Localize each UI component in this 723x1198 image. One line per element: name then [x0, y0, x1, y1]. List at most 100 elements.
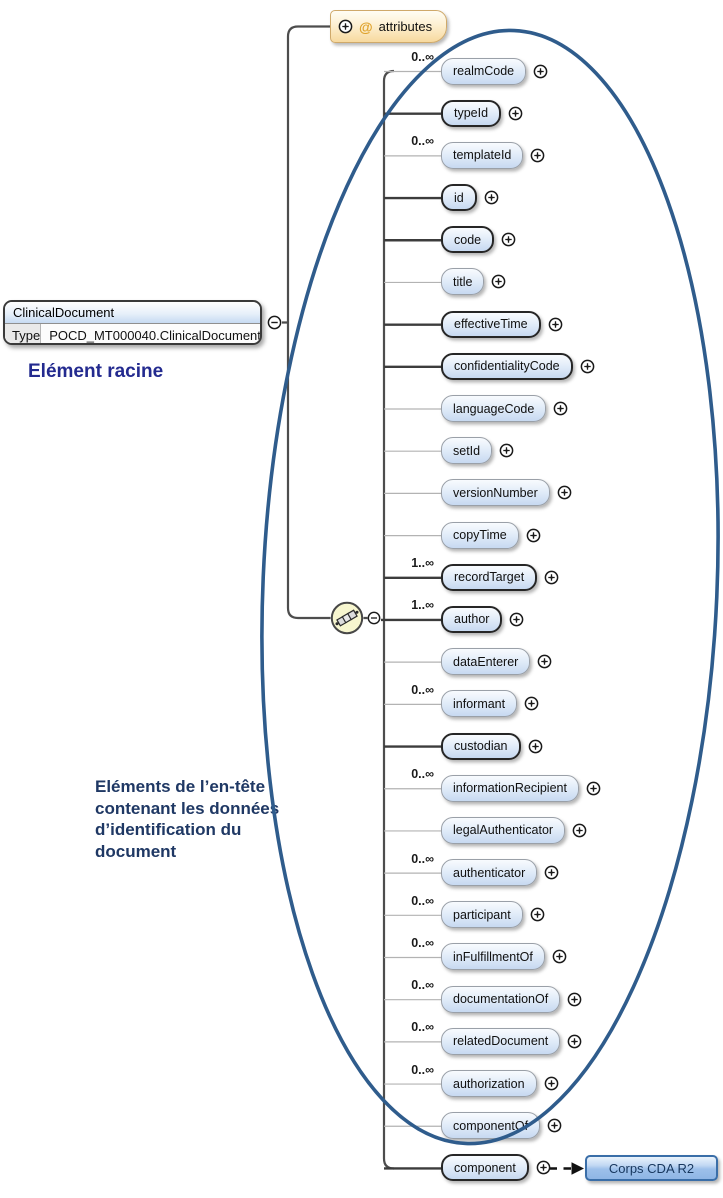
expand-icon[interactable]: [501, 232, 516, 247]
element-box-informationRecipient[interactable]: informationRecipient: [441, 774, 579, 802]
element-box-component[interactable]: component: [441, 1154, 529, 1182]
expand-icon[interactable]: [544, 1076, 559, 1091]
element-box-id[interactable]: id: [441, 184, 477, 212]
root-element-box[interactable]: ClinicalDocument Type POCD_MT000040.Clin…: [3, 300, 262, 345]
element-box-code[interactable]: code: [441, 226, 495, 254]
element-label: authorization: [453, 1076, 525, 1091]
element-box-legalAuthenticator[interactable]: legalAuthenticator: [441, 816, 566, 844]
element-box-authorization[interactable]: authorization: [441, 1070, 537, 1098]
expand-icon[interactable]: [524, 696, 539, 711]
element-box-recordTarget[interactable]: recordTarget: [441, 563, 538, 591]
attribute-at-icon: @: [359, 18, 373, 35]
expand-icon[interactable]: [530, 148, 545, 163]
expand-icon[interactable]: [572, 823, 587, 838]
element-label: custodian: [454, 739, 508, 754]
element-row: componentOf: [441, 1112, 562, 1140]
expand-icon[interactable]: [528, 739, 543, 754]
cardinality-label: 1..∞: [411, 556, 434, 571]
element-label: legalAuthenticator: [453, 823, 554, 838]
element-row: effectiveTime: [441, 310, 563, 338]
expand-icon[interactable]: [553, 401, 568, 416]
element-label: informant: [453, 696, 506, 711]
element-row: id: [441, 184, 499, 212]
expand-icon[interactable]: [484, 190, 499, 205]
expand-icon[interactable]: [509, 612, 524, 627]
expand-icon[interactable]: [533, 64, 548, 79]
cardinality-label: 0..∞: [411, 767, 434, 782]
element-label: componentOf: [453, 1118, 529, 1133]
element-label: typeId: [454, 106, 489, 121]
expand-icon[interactable]: [536, 1160, 551, 1175]
element-label: dataEnterer: [453, 654, 519, 669]
root-title: ClinicalDocument: [5, 302, 260, 324]
attributes-box[interactable]: @ attributes: [330, 10, 447, 43]
element-row: 0..∞ participant: [411, 894, 545, 929]
element-box-languageCode[interactable]: languageCode: [441, 395, 547, 423]
element-box-templateId[interactable]: templateId: [441, 141, 524, 169]
element-label: languageCode: [453, 401, 535, 416]
element-box-copyTime[interactable]: copyTime: [441, 521, 519, 549]
cardinality-label: 0..∞: [411, 893, 434, 908]
expand-icon[interactable]: [547, 1118, 562, 1133]
element-box-custodian[interactable]: custodian: [441, 732, 521, 760]
element-box-realmCode[interactable]: realmCode: [441, 57, 527, 85]
expand-icon[interactable]: [552, 949, 567, 964]
cardinality-label: 0..∞: [411, 134, 434, 149]
element-box-versionNumber[interactable]: versionNumber: [441, 479, 550, 507]
element-box-informant[interactable]: informant: [441, 690, 518, 718]
expand-icon[interactable]: [338, 19, 353, 34]
element-box-inFulfillmentOf[interactable]: inFulfillmentOf: [441, 943, 545, 971]
element-box-typeId[interactable]: typeId: [441, 99, 502, 127]
element-box-authenticator[interactable]: authenticator: [441, 859, 538, 887]
element-row: 1..∞ author: [411, 598, 524, 633]
collapse-icon[interactable]: [267, 315, 282, 330]
element-label: templateId: [453, 148, 512, 163]
collapse-icon[interactable]: [367, 611, 381, 625]
element-box-componentOf[interactable]: componentOf: [441, 1112, 541, 1140]
expand-icon[interactable]: [557, 485, 572, 500]
element-row: custodian: [441, 732, 543, 760]
expand-icon[interactable]: [548, 317, 563, 332]
element-box-relatedDocument[interactable]: relatedDocument: [441, 1027, 561, 1055]
element-box-confidentialityCode[interactable]: confidentialityCode: [441, 352, 573, 380]
element-box-participant[interactable]: participant: [441, 901, 523, 929]
element-row: title: [441, 268, 506, 296]
element-label: title: [453, 274, 473, 289]
expand-icon[interactable]: [567, 1034, 582, 1049]
element-box-title[interactable]: title: [441, 268, 485, 296]
element-box-setId[interactable]: setId: [441, 437, 493, 465]
cardinality-label: 0..∞: [411, 1062, 434, 1077]
expand-icon[interactable]: [526, 528, 541, 543]
element-label: code: [454, 232, 482, 247]
element-label: id: [454, 190, 464, 205]
expand-icon[interactable]: [544, 570, 559, 585]
element-box-documentationOf[interactable]: documentationOf: [441, 985, 561, 1013]
element-label: inFulfillmentOf: [453, 949, 533, 964]
element-row: legalAuthenticator: [441, 816, 587, 844]
expand-icon[interactable]: [530, 907, 545, 922]
root-type-row: Type POCD_MT000040.ClinicalDocument: [5, 324, 260, 343]
root-caption: Elément racine: [28, 361, 164, 382]
sequence-compositor-icon[interactable]: [330, 601, 364, 635]
corps-cda-box[interactable]: Corps CDA R2: [585, 1155, 718, 1181]
element-row: 0..∞ inFulfillmentOf: [411, 936, 567, 971]
element-label: recordTarget: [454, 570, 525, 585]
element-row: 0..∞ realmCode: [411, 50, 548, 85]
element-row: versionNumber: [441, 479, 572, 507]
expand-icon[interactable]: [499, 443, 514, 458]
element-row: component: [441, 1154, 551, 1182]
element-box-dataEnterer[interactable]: dataEnterer: [441, 648, 531, 676]
expand-icon[interactable]: [586, 781, 601, 796]
expand-icon[interactable]: [508, 106, 523, 121]
expand-icon[interactable]: [544, 865, 559, 880]
element-box-author[interactable]: author: [441, 605, 503, 633]
element-box-effectiveTime[interactable]: effectiveTime: [441, 310, 541, 338]
expand-icon[interactable]: [567, 992, 582, 1007]
expand-icon[interactable]: [491, 274, 506, 289]
element-row: 0..∞ relatedDocument: [411, 1020, 582, 1055]
element-label: relatedDocument: [453, 1034, 549, 1049]
expand-icon[interactable]: [580, 359, 595, 374]
element-row: dataEnterer: [441, 648, 552, 676]
expand-icon[interactable]: [537, 654, 552, 669]
element-row: 0..∞ authorization: [411, 1063, 559, 1098]
